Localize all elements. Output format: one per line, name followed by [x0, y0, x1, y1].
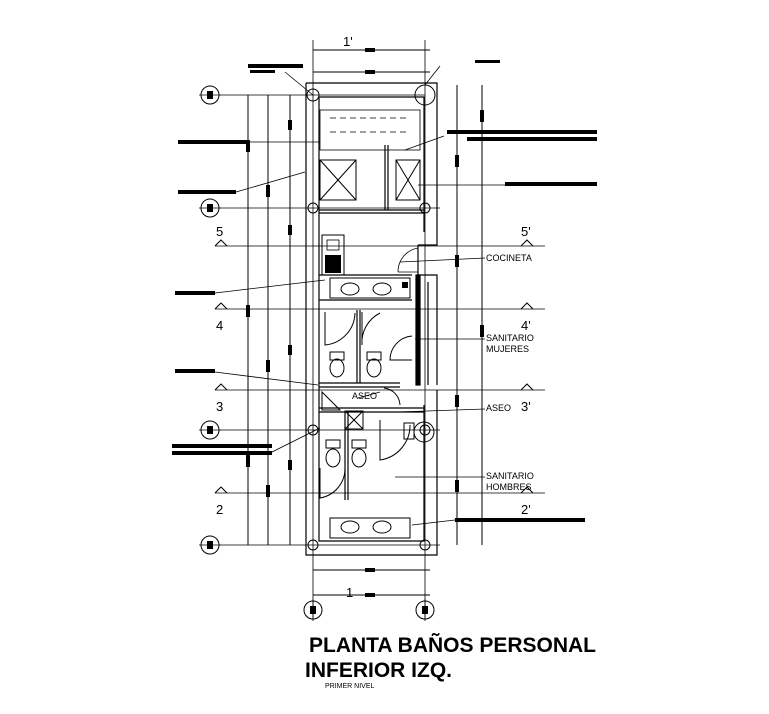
room-label-sanitario-hombres-line2: HOMBRES	[486, 482, 532, 492]
axis-label-right-2: 2'	[521, 502, 531, 517]
drawing-title-line2: INFERIOR IZQ.	[305, 659, 452, 682]
room-label-sanitario-mujeres-line1: SANITARIO	[486, 333, 534, 343]
axis-label-left-5: 5	[216, 224, 223, 239]
axis-label-left-2: 2	[216, 502, 223, 517]
room-labels: COCINETA SANITARIO MUJERES ASEO ASEO SAN…	[352, 253, 534, 492]
axis-labels: 1' 1 5 4 3 2 5' 4' 3' 2'	[216, 34, 531, 600]
shower-stall-left	[319, 159, 357, 201]
grid-bubble	[199, 85, 221, 105]
grid-bubble	[415, 599, 435, 621]
aseo-arrow	[357, 391, 381, 399]
kitchenette-sink	[321, 234, 345, 276]
drawing-title-block: PLANTA BAÑOS PERSONAL INFERIOR IZQ. PRIM…	[305, 634, 596, 690]
grid-bubble	[303, 599, 323, 621]
drawing-title-line1: PLANTA BAÑOS PERSONAL	[309, 634, 596, 657]
room-label-sanitario-mujeres-line2: MUJERES	[486, 344, 529, 354]
grid-bubbles-bottom	[303, 599, 435, 621]
axis-level-markers	[214, 239, 534, 494]
note-bars	[172, 60, 597, 522]
room-label-aseo-inner: ASEO	[352, 391, 377, 401]
grid-bubble	[199, 198, 221, 218]
grid-bubbles-left	[199, 85, 221, 555]
room-label-sanitario-hombres-line1: SANITARIO	[486, 471, 534, 481]
lavatory-counter-women	[329, 277, 411, 299]
room-label-aseo-outer: ASEO	[486, 403, 511, 413]
axis-label-right-4: 4'	[521, 318, 531, 333]
axis-label-right-3: 3'	[521, 399, 531, 414]
axis-label-top: 1'	[343, 34, 353, 49]
shower-detail-hatch	[319, 109, 421, 151]
axis-label-left-4: 4	[216, 318, 223, 333]
kitchen-door	[397, 247, 419, 273]
grid-bubble	[199, 535, 221, 555]
aseo-room	[321, 387, 401, 430]
wc-stall-women	[324, 312, 413, 378]
drawing-subtitle: PRIMER NIVEL	[325, 683, 375, 690]
axis-label-right-5: 5'	[521, 224, 531, 239]
wc-stall-men	[319, 420, 435, 499]
callout-leaders	[214, 65, 505, 526]
lavatory-counter-men	[329, 517, 411, 539]
grid-bubble	[199, 420, 221, 440]
axis-label-left-3: 3	[216, 399, 223, 414]
building-walls	[305, 82, 438, 556]
grid-axis-lines	[215, 40, 545, 618]
axis-label-bottom: 1	[346, 585, 353, 600]
room-label-cocineta: COCINETA	[486, 253, 532, 263]
dimension-ticks	[246, 48, 484, 597]
shower-stall-right	[395, 159, 421, 201]
